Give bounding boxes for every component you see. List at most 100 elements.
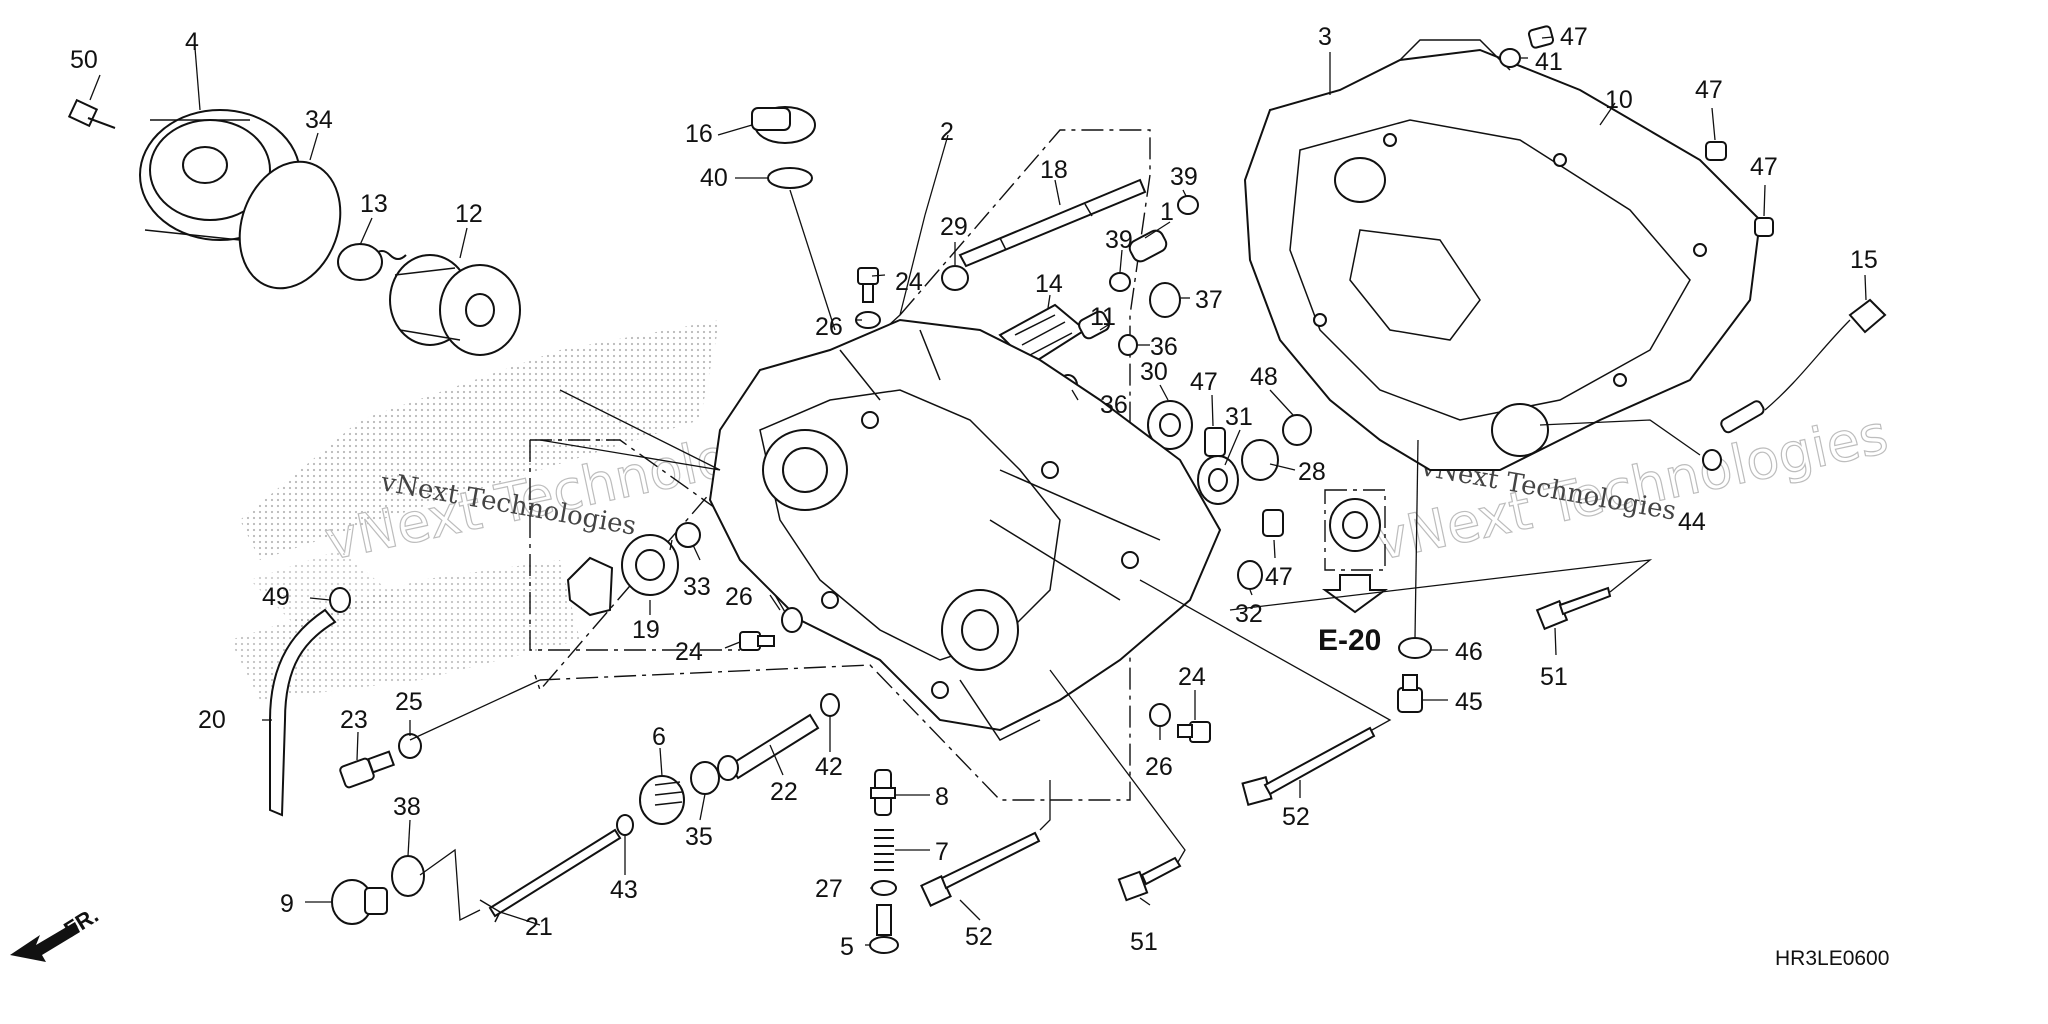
callout-14: 14 (1035, 270, 1063, 298)
diagram-code: HR3LE0600 (1775, 947, 1889, 970)
callout-39a: 39 (1170, 163, 1198, 191)
callout-47e: 47 (1750, 153, 1778, 181)
rear-crankcase-2 (708, 318, 1222, 741)
callout-47d: 47 (1695, 76, 1723, 104)
o-ring-43 (616, 814, 634, 836)
callout-16: 16 (685, 120, 713, 148)
callout-24b: 24 (675, 638, 703, 666)
callout-26b: 26 (725, 583, 753, 611)
callout-10: 10 (1605, 86, 1633, 114)
o-ring-40 (767, 167, 813, 189)
callout-24c: 24 (1178, 663, 1206, 691)
hose-20 (269, 608, 337, 817)
callout-12: 12 (455, 200, 483, 228)
callout-41: 41 (1535, 48, 1563, 76)
callout-35: 35 (685, 823, 713, 851)
callout-48: 48 (1250, 363, 1278, 391)
callout-33: 33 (683, 573, 711, 601)
callout-11: 11 (1090, 303, 1116, 331)
washer-29 (941, 265, 969, 291)
callout-22: 22 (770, 778, 798, 806)
callout-9: 9 (280, 890, 294, 918)
callout-52b: 52 (965, 923, 993, 951)
clip-48 (1282, 414, 1312, 446)
washer-25 (398, 733, 422, 759)
o-ring-36a (1118, 334, 1138, 356)
callout-40: 40 (700, 164, 728, 192)
callout-8: 8 (935, 783, 949, 811)
callout-37: 37 (1195, 286, 1223, 314)
callout-50: 50 (70, 46, 98, 74)
callout-47b: 47 (1265, 563, 1293, 591)
washer-26-left (781, 607, 803, 633)
bushing-1 (1128, 229, 1168, 263)
callout-51a: 51 (1540, 663, 1568, 691)
bolt-51-right (1535, 586, 1612, 631)
dowel-47b (1262, 509, 1284, 537)
pin-8 (870, 769, 896, 816)
clip-19b (566, 556, 614, 617)
washer-26-right (1149, 703, 1171, 727)
bolt-24-right (1177, 721, 1211, 743)
bearing-30 (1147, 400, 1193, 450)
o-ring-44 (1702, 449, 1722, 471)
washer-27 (871, 880, 897, 896)
washer-39a (1177, 195, 1199, 215)
rod-21 (479, 828, 622, 923)
dowel-47d (1705, 141, 1727, 161)
washer-41 (1499, 48, 1521, 68)
callout-44: 44 (1678, 508, 1706, 536)
valve-6 (639, 775, 685, 825)
o-ring-37 (1149, 282, 1181, 318)
seal-19 (621, 534, 679, 596)
callout-47a: 47 (1190, 368, 1218, 396)
filler-cap-16 (751, 106, 816, 144)
callout-1: 1 (1160, 198, 1174, 226)
bolt-45 (1397, 674, 1423, 713)
callout-24a: 24 (895, 268, 923, 296)
o-ring-35 (690, 761, 720, 795)
callout-6: 6 (652, 723, 666, 751)
callout-43: 43 (610, 876, 638, 904)
callout-45: 45 (1455, 688, 1483, 716)
callout-28: 28 (1298, 458, 1326, 486)
clamp-49 (329, 587, 351, 613)
jet-11 (1078, 310, 1110, 340)
bolt-50 (67, 98, 116, 129)
callout-21: 21 (525, 913, 553, 941)
callout-42: 42 (815, 753, 843, 781)
callout-39b: 39 (1105, 226, 1133, 254)
washer-39b (1109, 272, 1131, 292)
callout-23: 23 (340, 706, 368, 734)
callout-27: 27 (815, 875, 843, 903)
callout-20: 20 (198, 706, 226, 734)
callout-13: 13 (360, 190, 388, 218)
callout-19: 19 (632, 616, 660, 644)
callout-36b: 36 (1100, 391, 1128, 419)
callout-4: 4 (185, 28, 199, 56)
sensor-15 (1720, 298, 1887, 434)
leader-lines (89, 36, 1867, 946)
callout-25: 25 (395, 688, 423, 716)
callout-52a: 52 (1282, 803, 1310, 831)
spring-7 (874, 829, 894, 871)
callout-51b: 51 (1130, 928, 1158, 956)
bolt-52-left (920, 831, 1041, 907)
bearing-31 (1197, 455, 1239, 505)
washer-46 (1398, 637, 1432, 659)
callout-34: 34 (305, 106, 333, 134)
seal-e20 (1321, 489, 1389, 614)
seal-28 (1241, 439, 1279, 481)
callout-18: 18 (1040, 156, 1068, 184)
callout-26c: 26 (1145, 753, 1173, 781)
dowel-47a (1204, 427, 1226, 457)
callout-32: 32 (1235, 600, 1263, 628)
bolt-5 (869, 904, 899, 954)
callout-36a: 36 (1150, 333, 1178, 361)
plug-9 (331, 879, 388, 925)
dowel-47e (1754, 217, 1774, 237)
shaft-18 (958, 178, 1147, 268)
bearing-32 (1237, 560, 1263, 590)
bolt-51-bottom (1117, 856, 1182, 902)
